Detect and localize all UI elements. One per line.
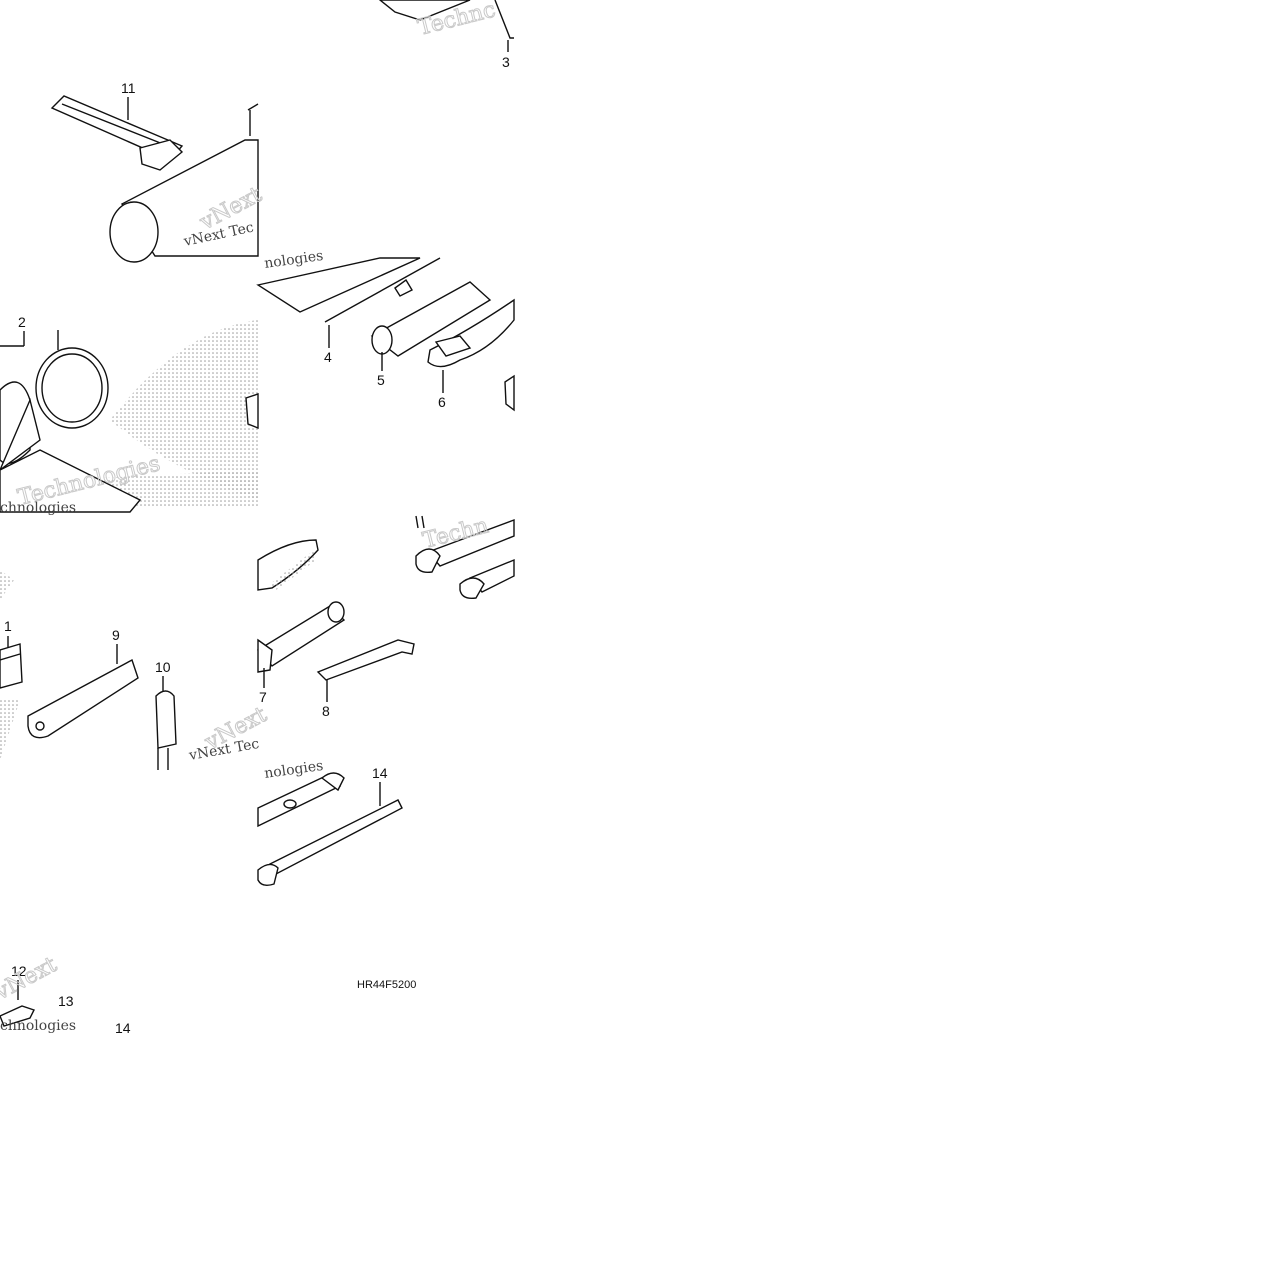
watermark-text: chnologies: [0, 1018, 76, 1034]
rod-handle-part: [257, 799, 403, 887]
socket-part: [370, 281, 492, 357]
callout-6: 6: [438, 394, 446, 410]
callout-5: 5: [377, 372, 385, 388]
callout-10: 10: [155, 659, 171, 675]
callout-1: 1: [4, 618, 12, 634]
pliers-part: [427, 298, 515, 412]
open-end-wrench-part: [415, 515, 515, 600]
callout-9: 9: [112, 627, 120, 643]
part-code-label: HR44F5200: [357, 979, 416, 991]
callout-2: 2: [18, 314, 26, 330]
screwdriver-part: [256, 257, 441, 323]
watermark-text: chnologies: [0, 500, 76, 516]
tool-bag-partial: [378, 0, 514, 39]
sleeve-part: [0, 347, 142, 513]
small-wrench-part: [0, 1005, 35, 1027]
callout-4: 4: [324, 349, 332, 365]
hex-key-part: [316, 639, 415, 681]
callout-8: 8: [322, 703, 330, 719]
tool-bag-strap-part: [50, 95, 184, 171]
watermark-text: nologies: [263, 248, 324, 272]
pliers-handle-part: [257, 539, 319, 591]
callout-11: 11: [121, 80, 136, 96]
callout-13: 13: [58, 993, 74, 1009]
callout-14-secondary: 14: [115, 1020, 131, 1036]
box-wrench-part: [256, 601, 346, 673]
callout-14: 14: [372, 765, 388, 781]
small-nut-part: [245, 393, 259, 430]
tool-bag-cylinder: [109, 103, 259, 263]
callout-12: 12: [11, 963, 27, 979]
callout-3: 3: [502, 54, 510, 70]
callout-7: 7: [259, 689, 267, 705]
wrench-pair-part: [257, 772, 345, 828]
spark-plug-socket-part: [155, 690, 177, 770]
spanner-part: [27, 658, 139, 739]
hex-nut-part: [0, 643, 23, 689]
watermark-text: vNext: [0, 952, 61, 1006]
watermark-text: nologies: [263, 758, 324, 782]
